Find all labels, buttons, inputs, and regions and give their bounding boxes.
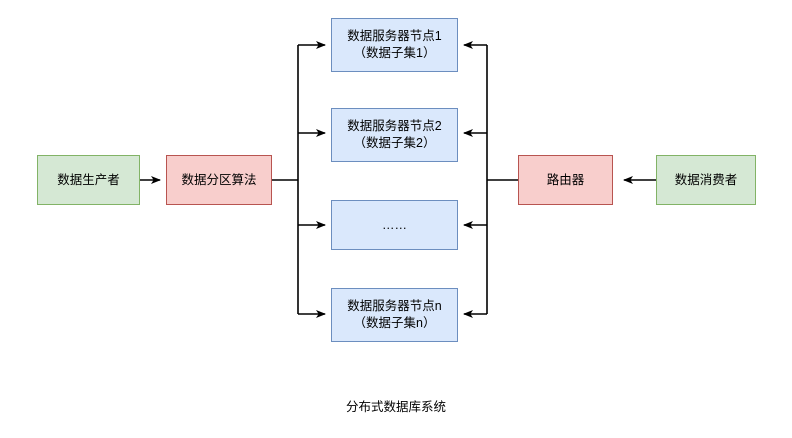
node-consumer[interactable]: 数据消费者 [656, 155, 756, 205]
node-server-n-label: 数据服务器节点n [347, 299, 442, 314]
node-server-n[interactable]: 数据服务器节点n （数据子集n） [331, 288, 458, 342]
node-router[interactable]: 路由器 [518, 155, 613, 205]
node-producer[interactable]: 数据生产者 [37, 155, 140, 205]
diagram-caption: 分布式数据库系统 [345, 400, 446, 414]
node-server-1[interactable]: 数据服务器节点1 （数据子集1） [331, 18, 458, 72]
node-server-2-sublabel: （数据子集2） [353, 136, 436, 150]
node-server-2-label: 数据服务器节点2 [347, 119, 442, 134]
node-server-ellipsis-label: …… [382, 217, 407, 232]
node-partitioner-label: 数据分区算法 [181, 172, 257, 187]
node-router-label: 路由器 [546, 172, 585, 187]
node-partitioner[interactable]: 数据分区算法 [166, 155, 272, 205]
node-server-2[interactable]: 数据服务器节点2 （数据子集2） [331, 108, 458, 162]
node-server-ellipsis[interactable]: …… [331, 200, 458, 250]
node-server-1-sublabel: （数据子集1） [353, 46, 436, 60]
node-consumer-label: 数据消费者 [674, 172, 738, 187]
node-server-n-sublabel: （数据子集n） [353, 316, 436, 330]
node-producer-label: 数据生产者 [57, 172, 120, 187]
node-server-1-label: 数据服务器节点1 [347, 29, 442, 44]
